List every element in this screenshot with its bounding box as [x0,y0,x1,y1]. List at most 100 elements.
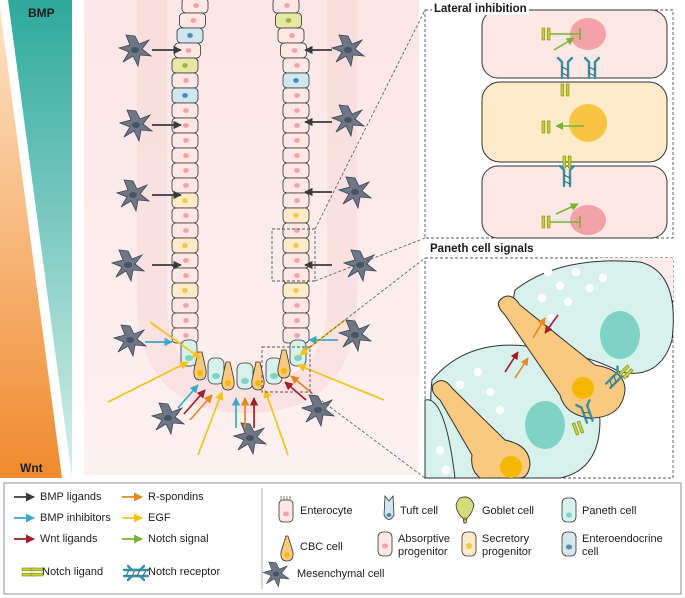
wnt-gradient [0,8,62,478]
legend-notch-ligand: Notch ligand [42,566,104,578]
crypt-cell-right [282,192,310,209]
granule [485,387,495,397]
legend-enteroendocrine-1: Enteroendocrine [582,533,663,545]
r-spondin-arrow [290,375,313,394]
crypt-cell-left [171,222,199,239]
r-spondin-arrow [189,394,213,421]
crypt-cell-right [282,102,310,119]
cbc-cell [221,361,235,391]
cbc-cell [277,349,291,379]
bmp-gradient [8,0,72,478]
bmp-inhibitor-arrow [177,384,199,409]
crypt-cell-left [171,132,199,149]
granule [495,405,505,415]
crypt-cell-right [282,147,310,164]
legend-enteroendocrine-2: cell [582,546,599,558]
legend-goblet-cell: Goblet cell [482,505,534,517]
crypt-cell-left [171,87,199,104]
egf-arrow [263,389,289,456]
wnt-ligand-arrow [183,389,206,415]
egf-arrow [197,391,224,456]
legend-secretory-progenitor-2: progenitor [482,546,532,558]
granule [441,465,451,475]
crypt-cell-right [282,222,310,239]
paneth-signals-title: Paneth cell signals [428,243,536,255]
wnt-ligand-arrow [284,381,307,401]
legend-goblet-icon [455,496,475,524]
legend-secretory-progenitor-icon [461,531,477,557]
crypt-cell-right [282,327,310,344]
crypt-cell-right [282,132,310,149]
lateral-inhibition-panel [424,9,674,239]
crypt-cell-left [171,162,199,179]
crypt-cell-right [282,57,310,74]
legend-paneth-cell: Paneth cell [582,505,637,517]
legend-secretory-progenitor-1: Secretory [482,533,530,545]
crypt-epithelium [171,0,310,391]
legend-tuft-icon [383,494,395,520]
legend-bmp-inhibitors: BMP inhibitors [40,512,111,524]
legend-mesenchymal-cell: Mesenchymal cell [297,568,385,580]
crypt-cell-left [171,147,199,164]
granule [537,293,547,303]
legend-r-spondins: R-spondins [148,491,204,503]
lateral-inhibition-title: Lateral inhibition [432,3,529,15]
legend-enterocyte-icon [278,496,294,523]
egf-arrow [297,363,385,401]
egf-arrow [107,361,189,403]
legend-symbols [21,494,577,588]
legend-bmp-ligands: BMP ligands [40,491,102,503]
crypt-cell-left [171,267,199,284]
legend-notch-signal: Notch signal [148,533,209,545]
crypt-cell-left [176,27,204,44]
granule [435,445,445,455]
legend-tuft-cell: Tuft cell [400,505,439,517]
granule [571,267,581,277]
crypt-cell-right [282,282,310,299]
crypt-cell-left [181,0,209,14]
crypt-cell-left [171,312,199,329]
legend-cbc-icon [280,535,294,562]
crypt-cell-left [171,102,199,119]
crypt-cell-left [171,237,199,254]
crypt-cell-right [282,312,310,329]
crypt-cell-left [171,177,199,194]
crypt-cell-right [282,72,310,89]
crypt-cell-left [171,297,199,314]
crypt-cell-left [171,207,199,224]
legend-enterocyte: Enterocyte [300,505,353,517]
granule [543,267,553,277]
paneth-zoom-box [261,346,311,393]
bmp-gradient-label: BMP [28,6,55,20]
granule [563,297,573,307]
crypt-cell-left [171,57,199,74]
paneth-cell [289,339,307,367]
granule [555,281,565,291]
crypt-cell-right [282,267,310,284]
legend-arrow-swatches [14,492,143,544]
legend-absorptive-progenitor-2: progenitor [398,546,448,558]
legend-egf: EGF [148,512,171,524]
crypt-cell-right [282,297,310,314]
granule [473,367,483,377]
crypt-cell-left [171,72,199,89]
legend-cbc-cell: CBC cell [300,541,343,553]
crypt-cell-right [282,237,310,254]
crypt-cell-left [179,12,206,29]
legend-paneth-icon [561,497,577,523]
gradient-indicators [0,0,72,478]
cbc-cell [193,351,207,381]
legend-absorptive-progenitor-icon [377,531,393,557]
crypt-cell-right [282,117,310,134]
crypt-cell-right [272,0,300,14]
wnt-gradient-label: Wnt [20,461,43,475]
granule [585,283,595,293]
crypt-cell-right [282,177,310,194]
legend-absorptive-progenitor-1: Absorptive [398,533,450,545]
paneth-signals-panel [424,257,674,479]
legend-notch-receptor: Notch receptor [148,566,221,578]
legend-enteroendocrine-icon [561,531,577,557]
crypt-cell-right [275,12,302,29]
